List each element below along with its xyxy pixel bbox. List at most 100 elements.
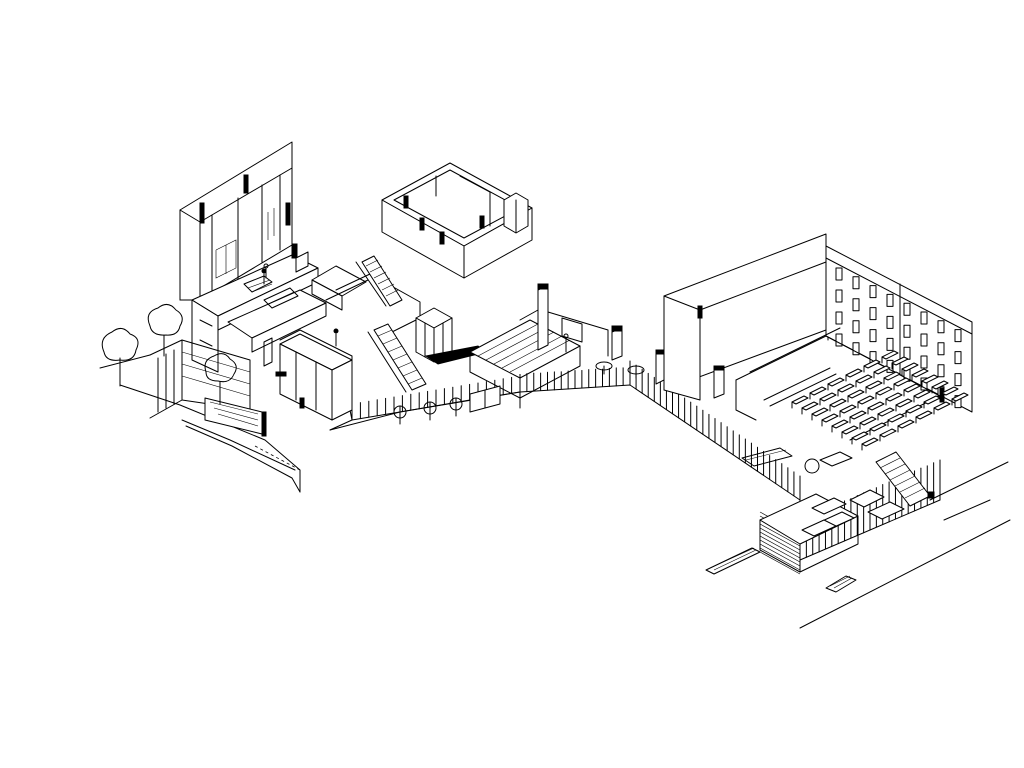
- seat-row: [881, 350, 899, 360]
- facade-window: [869, 285, 877, 299]
- fence-slat: [759, 527, 801, 551]
- facade-window: [835, 289, 843, 303]
- facade-window: [954, 351, 962, 365]
- tree-3: [204, 353, 237, 405]
- seat-row: [905, 404, 923, 414]
- east-facade: [825, 245, 973, 413]
- facade-window: [869, 307, 877, 321]
- annex-stair: [875, 451, 935, 507]
- central-courtyard: [261, 255, 831, 431]
- seat-row: [855, 374, 873, 384]
- seat-row: [879, 428, 897, 438]
- seat-row: [831, 419, 849, 429]
- seat-row: [891, 356, 909, 366]
- facade-window: [920, 311, 928, 325]
- seat-row: [849, 410, 867, 420]
- seat-row: [791, 395, 809, 405]
- seat-row: [839, 404, 857, 414]
- seat-row: [851, 431, 869, 441]
- seat-row: [863, 359, 881, 369]
- seat-row: [821, 413, 839, 423]
- fence-slat: [759, 539, 801, 563]
- seat-row: [841, 425, 859, 435]
- glass-pavilion: [415, 307, 488, 365]
- seat-row: [873, 365, 891, 375]
- seat-row: [901, 362, 919, 372]
- sunken-wall: [519, 283, 623, 361]
- seat-row: [933, 401, 951, 411]
- staircase-center: [367, 323, 427, 393]
- facade-window: [886, 315, 894, 329]
- facade-window: [852, 276, 860, 290]
- facade-window: [835, 311, 843, 325]
- facade-window: [920, 377, 928, 391]
- tree-1: [101, 328, 139, 387]
- seat-row: [931, 380, 949, 390]
- seat-row: [923, 395, 941, 405]
- seat-grid: [791, 350, 969, 451]
- facade-window: [937, 320, 945, 334]
- facade-window: [886, 337, 894, 351]
- seat-row: [811, 407, 829, 417]
- facade-window: [903, 324, 911, 338]
- seat-row: [857, 395, 875, 405]
- seat-row: [897, 419, 915, 429]
- seat-row: [941, 386, 959, 396]
- facade-window: [937, 342, 945, 356]
- seat-row: [895, 398, 913, 408]
- facade-window: [852, 320, 860, 334]
- annex-rooms: [801, 489, 905, 537]
- southeast-annex: [705, 447, 935, 593]
- west-ground: [99, 354, 301, 493]
- tree-2: [147, 304, 183, 357]
- seat-row: [887, 413, 905, 423]
- seat-row: [829, 398, 847, 408]
- fence-slat: [759, 547, 801, 571]
- fence-slat: [759, 551, 801, 575]
- facade-window: [852, 298, 860, 312]
- seat-row: [875, 386, 893, 396]
- facade-window: [937, 364, 945, 378]
- seat-row: [859, 416, 877, 426]
- floating-hall-block: [381, 162, 533, 279]
- facade-window: [869, 329, 877, 343]
- seat-row: [861, 437, 879, 447]
- seat-row: [951, 392, 969, 402]
- facade-window: [920, 355, 928, 369]
- seat-row: [847, 389, 865, 399]
- seat-row: [809, 386, 827, 396]
- seat-row: [885, 392, 903, 402]
- seat-row: [801, 401, 819, 411]
- perimeter-fence: [351, 360, 941, 575]
- seat-row: [869, 422, 887, 432]
- facade-windows: [835, 267, 962, 409]
- facade-window: [835, 267, 843, 281]
- east-tall-wall: [655, 233, 827, 401]
- furniture: [595, 361, 645, 379]
- fence-slat: [759, 531, 801, 555]
- trees: [101, 304, 237, 405]
- seat-row: [819, 392, 837, 402]
- facade-window: [920, 333, 928, 347]
- seat-row: [845, 368, 863, 378]
- west-pavilion: [263, 333, 353, 421]
- west-landscape: [149, 299, 251, 419]
- seat-row: [911, 368, 929, 378]
- auditorium-seating: [735, 327, 969, 451]
- seat-row: [865, 380, 883, 390]
- southeast-ground: [799, 461, 1011, 629]
- seat-row: [921, 374, 939, 384]
- seat-row: [827, 377, 845, 387]
- facade-window: [835, 333, 843, 347]
- tall-west-block: [179, 141, 293, 306]
- seat-row: [915, 410, 933, 420]
- fence-slat: [759, 543, 801, 567]
- facade-window: [886, 293, 894, 307]
- seat-row: [913, 389, 931, 399]
- seat-row: [877, 407, 895, 417]
- seat-row: [903, 383, 921, 393]
- facade-window: [852, 342, 860, 356]
- seat-row: [867, 401, 885, 411]
